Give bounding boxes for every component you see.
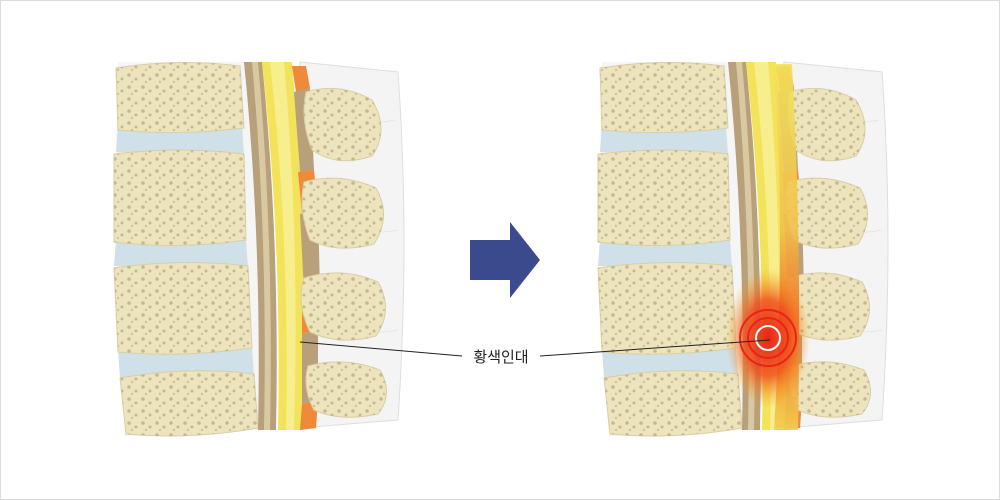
callout-line-right	[539, 339, 771, 357]
inflammation-ring-outer	[739, 309, 797, 367]
inflammation-ring-middle	[747, 317, 789, 359]
inflammation-glow	[726, 268, 810, 408]
normal-spine-panel	[113, 61, 405, 437]
callout-line-left	[299, 341, 463, 357]
thickened-ligament-spine-panel	[597, 61, 889, 437]
ligament-label: 황색인대	[473, 348, 528, 366]
inflammation-ring-inner	[755, 325, 781, 351]
arrow-right-icon	[470, 222, 540, 298]
